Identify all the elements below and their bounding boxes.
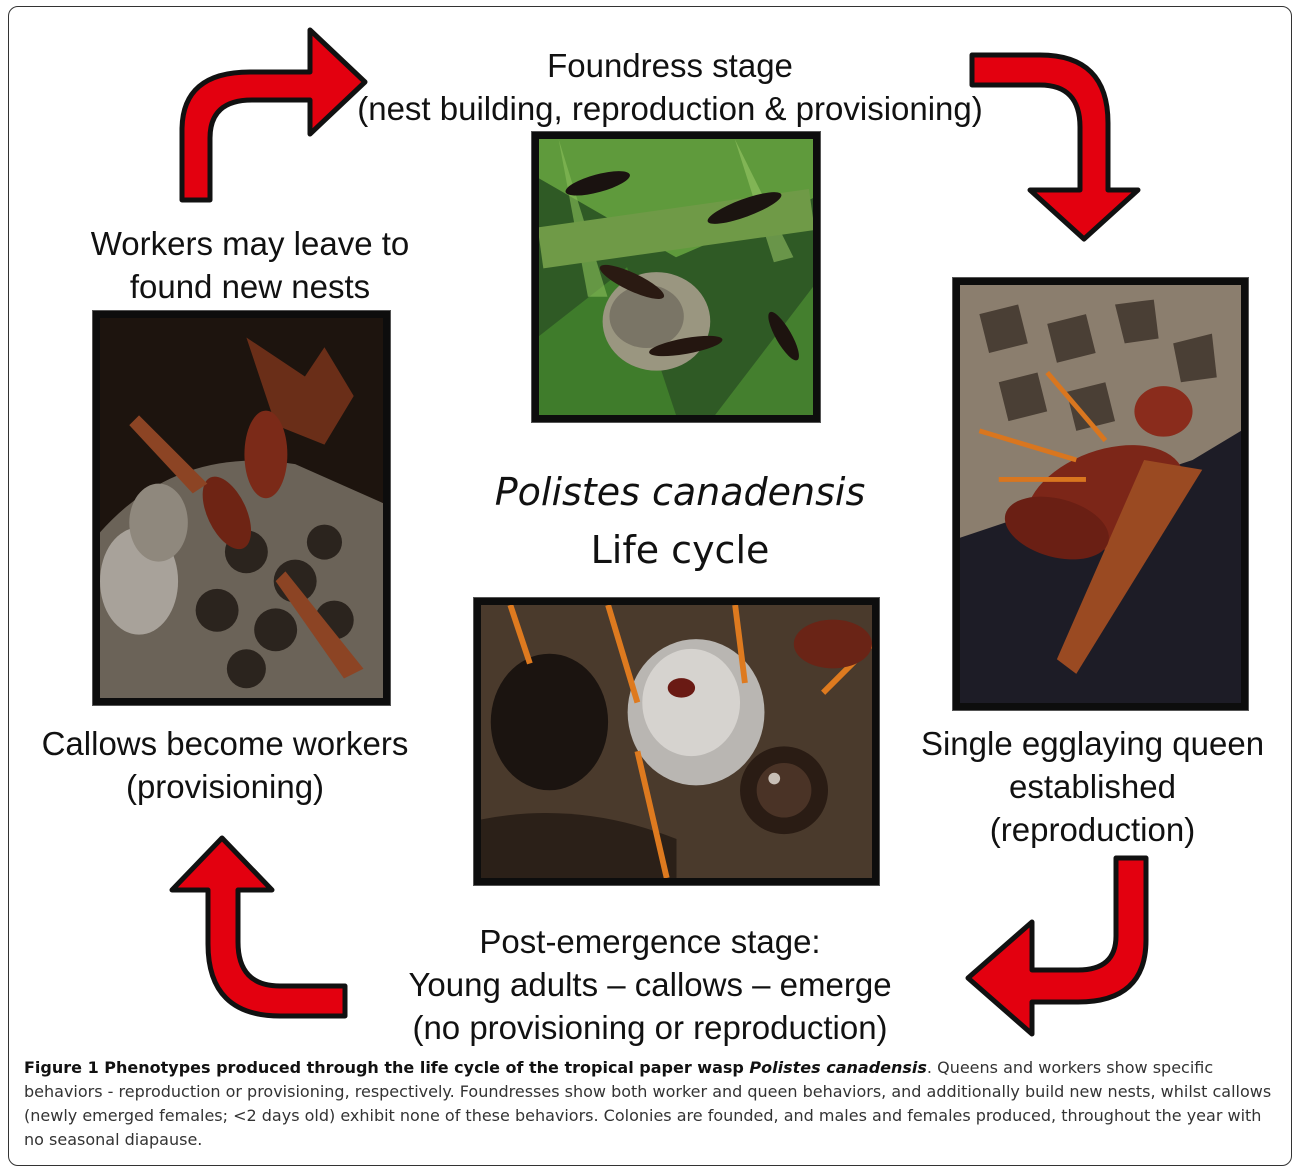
foundress-stage-detail: (nest building, reproduction & provision… <box>320 87 1020 130</box>
queen-line1: Single egglaying queen <box>895 722 1290 765</box>
workers-leave-label: Workers may leave to found new nests <box>40 222 460 308</box>
curved-arrow-icon-bottom-left <box>160 830 360 1030</box>
post-emergence-line2: Young adults – callows – emerge <box>340 963 960 1006</box>
workers-leave-line2: found new nests <box>40 265 460 308</box>
post-emergence-line3: (no provisioning or reproduction) <box>340 1006 960 1049</box>
workers-nest-photo <box>93 311 390 705</box>
figure-caption: Figure 1 Phenotypes produced through the… <box>24 1056 1280 1152</box>
foundress-stage-title: Foundress stage <box>320 44 1020 87</box>
foundress-stage-label: Foundress stage (nest building, reproduc… <box>320 44 1020 130</box>
callows-workers-line2: (provisioning) <box>10 765 440 808</box>
queen-line2: established <box>895 765 1290 808</box>
queen-photo <box>953 278 1248 710</box>
life-cycle-title: Polistes canadensis Life cycle <box>430 463 930 579</box>
caption-heading: Figure 1 Phenotypes produced through the… <box>24 1058 749 1077</box>
caption-species: Polistes canadensis <box>749 1058 927 1077</box>
queen-established-label: Single egglaying queen established (repr… <box>895 722 1290 851</box>
callows-emerging-photo <box>474 598 879 885</box>
curved-arrow-icon-bottom-right <box>958 850 1168 1040</box>
species-name: Polistes canadensis <box>430 463 930 521</box>
foundress-nest-photo <box>532 132 820 422</box>
callows-workers-label: Callows become workers (provisioning) <box>10 722 440 808</box>
post-emergence-line1: Post-emergence stage: <box>340 920 960 963</box>
callows-workers-line1: Callows become workers <box>10 722 440 765</box>
post-emergence-label: Post-emergence stage: Young adults – cal… <box>340 920 960 1049</box>
life-cycle-subtitle: Life cycle <box>430 521 930 579</box>
workers-leave-line1: Workers may leave to <box>40 222 460 265</box>
queen-line3: (reproduction) <box>895 808 1290 851</box>
